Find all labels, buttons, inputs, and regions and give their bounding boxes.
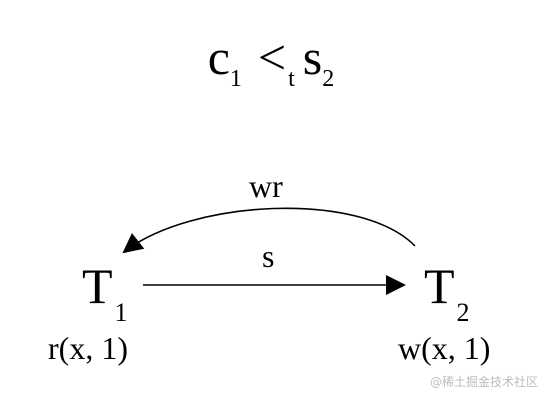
node-t2-subscript: 2 bbox=[456, 298, 470, 327]
formula-right-subscript: 2 bbox=[322, 66, 335, 92]
node-t2-base: T bbox=[424, 258, 455, 314]
node-t1-operation: r(x, 1) bbox=[48, 330, 128, 366]
formula-relation: < bbox=[257, 29, 287, 85]
formula-left-base: c bbox=[207, 29, 230, 85]
edge-wr-curve bbox=[122, 207, 416, 254]
edge-label-wr: wr bbox=[249, 168, 283, 204]
node-t1-base: T bbox=[82, 258, 113, 314]
formula-right-base: s bbox=[302, 29, 323, 85]
formula-relation-subscript: t bbox=[288, 66, 295, 92]
edge-label-s: s bbox=[262, 238, 275, 274]
node-t1-subscript: 1 bbox=[114, 298, 128, 327]
formula-left-subscript: 1 bbox=[229, 66, 242, 92]
watermark: @稀土掘金技术社区 bbox=[429, 375, 538, 389]
node-t1: T1 bbox=[82, 258, 128, 341]
node-t2-operation: w(x, 1) bbox=[398, 330, 491, 366]
node-t2: T2 bbox=[424, 258, 470, 341]
